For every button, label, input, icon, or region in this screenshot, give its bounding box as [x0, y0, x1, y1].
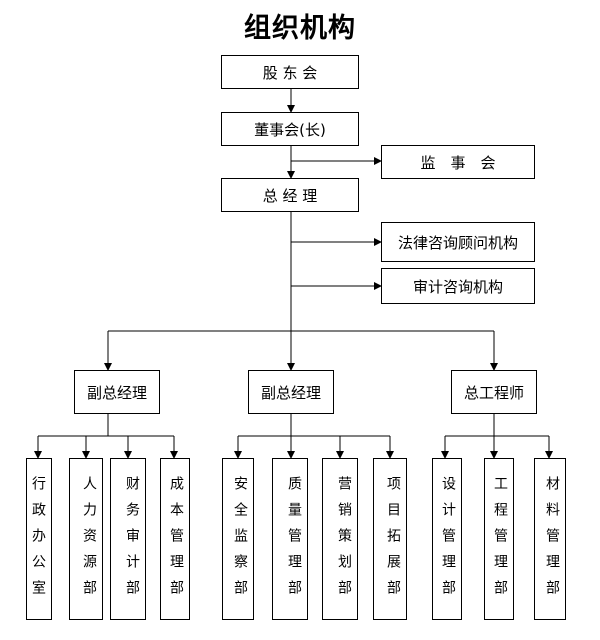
department-box: 安全监察部 [222, 458, 254, 620]
audit-advisory-box: 审计咨询机构 [381, 268, 535, 304]
department-box: 设计管理部 [432, 458, 462, 620]
board-box: 董事会(长) [221, 112, 359, 146]
department-box: 人力资源部 [69, 458, 103, 620]
deputy-box-1: 副总经理 [74, 370, 160, 414]
department-box: 行政办公室 [26, 458, 52, 620]
department-box: 工程管理部 [484, 458, 514, 620]
legal-advisory-box: 法律咨询顾问机构 [381, 222, 535, 262]
chart-title: 组织机构 [244, 13, 356, 44]
department-box: 财务审计部 [110, 458, 146, 620]
department-box: 营销策划部 [322, 458, 358, 620]
deputy-box-2: 副总经理 [248, 370, 334, 414]
department-box: 质量管理部 [272, 458, 308, 620]
department-box: 材料管理部 [534, 458, 566, 620]
department-box: 成本管理部 [160, 458, 190, 620]
general-manager-box: 总 经 理 [221, 178, 359, 212]
shareholders-box: 股 东 会 [221, 55, 359, 89]
chief-engineer-box: 总工程师 [451, 370, 537, 414]
supervisors-box: 监 事 会 [381, 145, 535, 179]
department-box: 项目拓展部 [373, 458, 407, 620]
